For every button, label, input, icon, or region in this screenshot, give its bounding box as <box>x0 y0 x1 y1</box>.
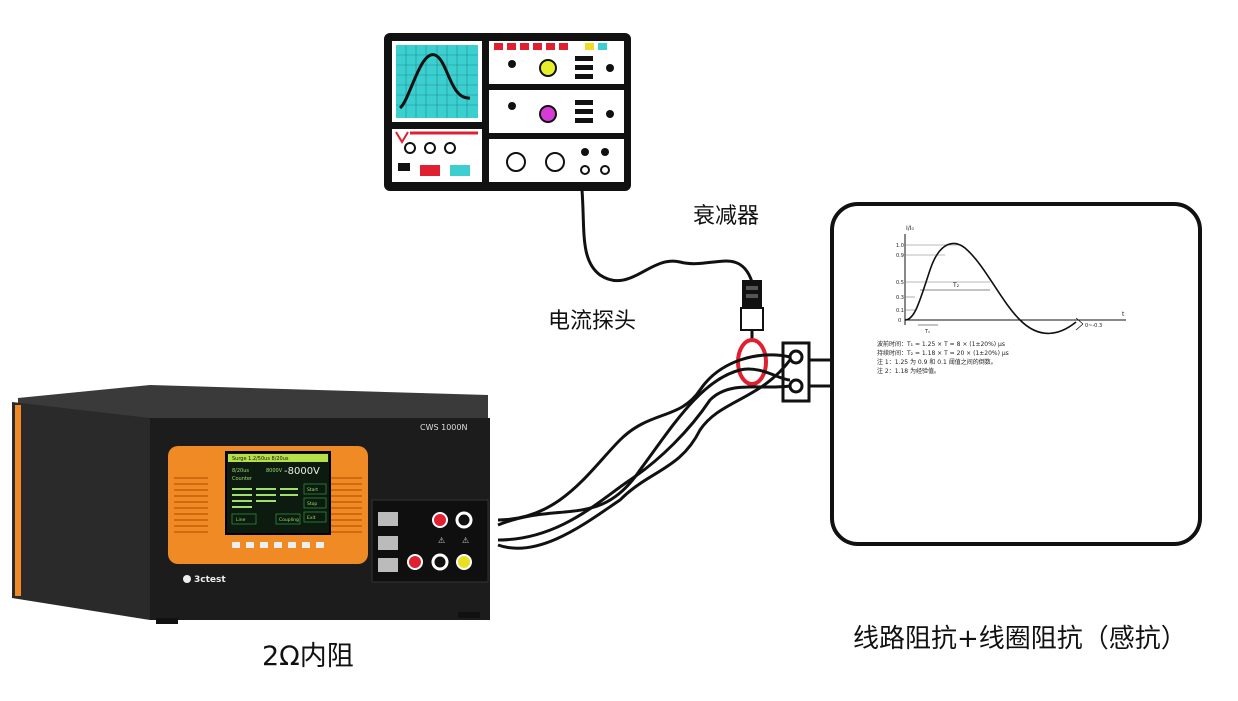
lcd-header: Surge 1.2/50us 8/20us <box>232 456 289 462</box>
chart-ylabel: I/I₀ <box>906 225 915 232</box>
svg-text:⚠: ⚠ <box>438 536 445 545</box>
terminal-block <box>781 341 833 403</box>
t2-label: T₂ <box>952 282 960 289</box>
chart-note: 波前时间：T₁ = 1.25 × T = 8 × (1±20%) μs <box>877 341 1005 348</box>
undershoot-label: 0~-0.3 <box>1085 323 1102 329</box>
lcd-row-label: Counter <box>232 476 253 482</box>
ytick: 0 <box>898 318 901 324</box>
lcd-screen <box>225 451 331 535</box>
load-impedance-label: 线路阻抗+线圈阻抗（感抗） <box>853 624 1187 654</box>
chart-note: 持续时间：T₂ = 1.18 × T = 20 × (1±20%) μs <box>877 350 1009 357</box>
connector-panel: ⚠ ⚠ <box>378 511 473 572</box>
attenuator-label: 衰减器 <box>693 204 760 229</box>
surge-generator: Surge 1.2/50us 8/20us 8/20us 8000V Count… <box>12 385 490 624</box>
chart-note: 注 1：1.25 为 0.9 和 0.1 阈值之间的倒数。 <box>877 359 997 366</box>
current-probe-loop <box>736 338 768 386</box>
surge-waveform <box>904 242 1077 335</box>
softkey-line[interactable]: Line <box>236 517 246 523</box>
brand-logo-icon <box>183 575 191 583</box>
lcd-row-value: 8000V <box>266 468 283 474</box>
oscilloscope <box>384 33 631 191</box>
generator-model: CWS 1000N <box>420 423 467 432</box>
t1-label: T₁ <box>924 329 930 335</box>
red-terminal <box>407 554 423 570</box>
ytick: 1.0 <box>896 243 904 249</box>
twisted-cables <box>497 353 792 550</box>
softkey-exit[interactable]: Exit <box>307 515 316 521</box>
scope-cable <box>580 189 754 283</box>
scope-trace <box>398 53 471 110</box>
ytick: 0.5 <box>896 280 904 286</box>
black-terminal <box>431 553 449 571</box>
ytick: 0.3 <box>896 295 904 301</box>
chart-xlabel: t <box>1122 311 1125 318</box>
lcd-big-value: -8000V <box>284 466 320 477</box>
current-probe-label: 电流探头 <box>548 309 637 334</box>
waveform-chart: I/I₀ 1.0 0.9 0.5 0.3 0.1 0 T₂ T₁ t 0~-0.… <box>896 225 1126 335</box>
black-terminal <box>455 511 473 529</box>
softkey-start[interactable]: Start <box>307 487 318 493</box>
internal-resistance-label: 2Ω内阻 <box>262 641 354 672</box>
red-terminal <box>432 512 448 528</box>
softkey-coupling[interactable]: Coupling <box>279 517 299 523</box>
chart-note: 注 2：1.18 为经验值。 <box>877 368 940 375</box>
ytick: 0.9 <box>896 253 904 259</box>
svg-text:⚠: ⚠ <box>462 536 469 545</box>
generator-brand: 3ctest <box>194 575 226 585</box>
lcd-row-label: 8/20us <box>232 468 249 474</box>
yellow-terminal <box>456 554 472 570</box>
softkey-stop[interactable]: Stop <box>307 501 317 507</box>
ytick: 0.1 <box>896 308 904 314</box>
